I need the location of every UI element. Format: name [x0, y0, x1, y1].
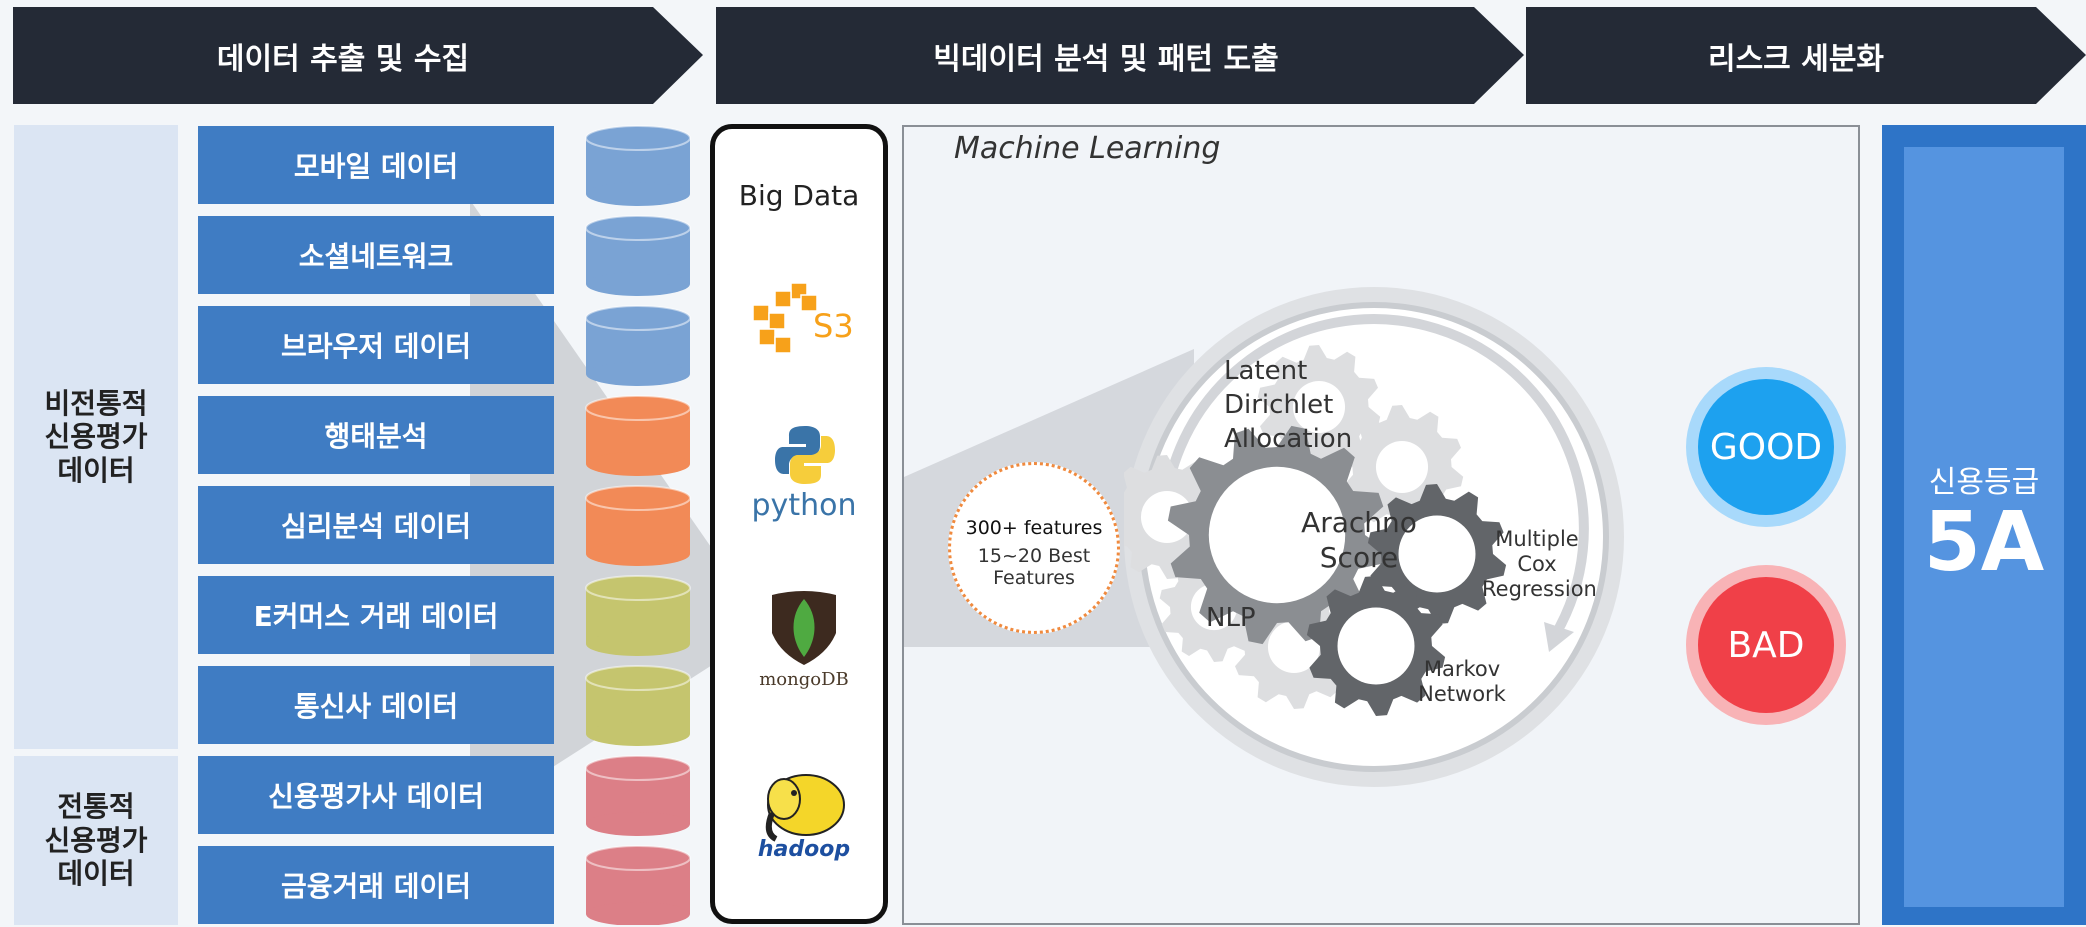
mongodb-label: mongoDB — [759, 669, 849, 690]
markov-line: Markov — [1423, 657, 1501, 681]
database-cylinder — [585, 845, 691, 925]
source-item: 심리분석 데이터 — [198, 486, 554, 564]
lda-line: Allocation — [1224, 423, 1353, 454]
lda-line: Dirichlet — [1224, 389, 1334, 420]
cox-line: Cox — [1517, 552, 1557, 577]
source-item: 행태분석 — [198, 396, 554, 474]
features-main: 300+ features — [965, 517, 1103, 539]
cox-line: Multiple — [1495, 527, 1579, 551]
database-cylinder — [585, 755, 691, 836]
arrow-shape — [716, 7, 1524, 104]
database-cylinder — [585, 395, 691, 476]
database-cylinders — [585, 125, 691, 925]
lda-label: Latent Dirichlet Allocation — [1224, 355, 1352, 456]
features-sub2: Features — [993, 567, 1075, 589]
credit-grade-panel: 신용등급 5A — [1882, 125, 2086, 925]
python-icon: python — [735, 424, 873, 524]
hadoop-label: hadoop — [757, 837, 851, 862]
markov-label: Markov Network — [1412, 657, 1512, 707]
center-line: Score — [1319, 541, 1399, 574]
lda-line: Latent — [1224, 356, 1308, 386]
stage-label: 리스크 세분화 — [1707, 41, 1885, 77]
aws-s3-icon: S3 — [749, 279, 859, 359]
arrow-shape — [1526, 7, 2086, 104]
bad-outcome: BAD — [1686, 565, 1846, 725]
database-cylinder — [585, 125, 691, 206]
stage-arrow-risk: 리스크 세분화 — [1526, 7, 2086, 104]
features-sub1: 15~20 Best — [977, 545, 1091, 567]
grade-label: 신용등급 — [1928, 465, 2040, 500]
database-cylinder — [585, 575, 691, 656]
stage-label: 데이터 추출 및 수집 — [216, 41, 470, 77]
markov-line: Network — [1418, 682, 1506, 707]
good-label: GOOD — [1698, 379, 1834, 515]
stage-arrow-analysis: 빅데이터 분석 및 패턴 도출 — [716, 7, 1524, 104]
database-cylinder — [585, 305, 691, 386]
features-circle: 300+ features 15~20 Best Features — [948, 462, 1120, 634]
hadoop-elephant-icon: hadoop — [749, 769, 859, 869]
cox-label: Multiple Cox Regression — [1482, 527, 1597, 603]
source-item: 통신사 데이터 — [198, 666, 554, 744]
source-item: E커머스 거래 데이터 — [198, 576, 554, 654]
cox-line: Regression — [1482, 577, 1597, 602]
database-cylinder — [585, 665, 691, 746]
database-cylinder — [585, 485, 691, 566]
center-line: Arachno — [1301, 506, 1417, 539]
nlp-label: NLP — [1206, 603, 1256, 633]
source-item: 브라우저 데이터 — [198, 306, 554, 384]
credit-grade-inner: 신용등급 5A — [1904, 147, 2064, 907]
database-cylinder — [585, 215, 691, 296]
group-non-traditional: 비전통적 신용평가 데이터 — [14, 125, 178, 749]
gears-cluster — [1124, 345, 1507, 716]
source-item: 금융거래 데이터 — [198, 846, 554, 924]
gear-icon — [1306, 576, 1446, 716]
ml-title: Machine Learning — [954, 131, 1221, 166]
gear-icon — [1167, 425, 1387, 645]
good-outcome: GOOD — [1686, 367, 1846, 527]
arachno-score-label: Arachno Score — [1294, 505, 1424, 575]
arrow-shape — [13, 7, 703, 104]
mongodb-icon: mongoDB — [735, 589, 873, 699]
grade-value: 5A — [1923, 495, 2045, 590]
s3-label: S3 — [813, 307, 854, 345]
source-item: 소셜네트워크 — [198, 216, 554, 294]
stage-arrow-collect: 데이터 추출 및 수집 — [13, 7, 703, 104]
machine-learning-panel: Machine Learning 300+ features 15~20 Bes… — [902, 125, 1860, 925]
bigdata-title: Big Data — [738, 179, 860, 212]
source-item: 모바일 데이터 — [198, 126, 554, 204]
python-label: python — [751, 488, 857, 523]
source-item: 신용평가사 데이터 — [198, 756, 554, 834]
bigdata-panel: Big Data S3 python mongoDB — [710, 124, 888, 924]
group-traditional: 전통적 신용평가 데이터 — [14, 756, 178, 925]
stage-label: 빅데이터 분석 및 패턴 도출 — [933, 41, 1279, 77]
bad-label: BAD — [1698, 577, 1834, 713]
